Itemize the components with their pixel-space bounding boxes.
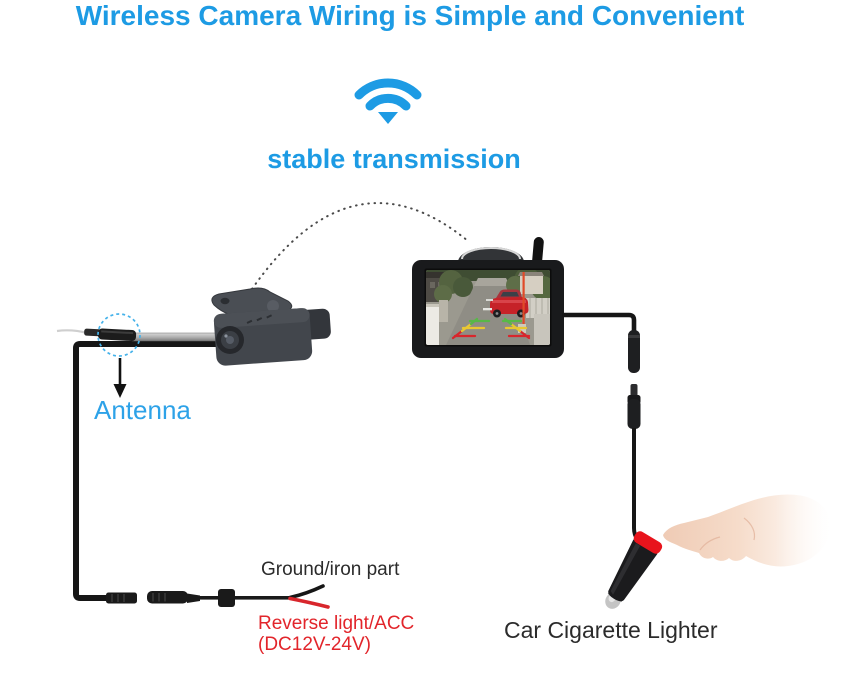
monitor-power-cable [562, 312, 643, 544]
antenna-highlight-circle [97, 313, 141, 357]
camera-cable [56, 328, 225, 601]
dc-male-plug [627, 384, 641, 429]
pointing-hand-icon [663, 468, 849, 588]
harness-inline-box [218, 589, 235, 607]
red-car [490, 289, 529, 318]
parking-guidelines [451, 317, 531, 340]
monitor [412, 237, 564, 358]
antenna-connector [84, 328, 137, 342]
page-title: Wireless Camera Wiring is Simple and Con… [75, 0, 745, 31]
reverse-wire-label: Reverse light/ACC (DC12V-24V) [258, 613, 414, 655]
harness-connector-b [147, 591, 200, 604]
monitor-screen [426, 270, 550, 345]
antenna-pointer-arrow [113, 358, 127, 398]
cigarette-lighter-label: Car Cigarette Lighter [504, 617, 718, 643]
ground-wire-label: Ground/iron part [261, 559, 400, 580]
dc-female-connector [628, 330, 640, 373]
power-harness [106, 584, 330, 609]
backup-camera [211, 287, 331, 366]
reverse-wire [288, 596, 330, 609]
lighter-red-cap [633, 531, 663, 554]
wifi-icon [354, 78, 422, 124]
suction-mount [458, 247, 524, 262]
transmission-arc [251, 202, 469, 290]
reverse-wire-label-line1: Reverse light/ACC [258, 613, 415, 634]
cigarette-lighter-plug [605, 531, 663, 609]
reverse-wire-label-line2: (DC12V-24V) [258, 634, 371, 655]
antenna-label: Antenna [94, 395, 191, 425]
monitor-antenna [532, 237, 544, 265]
stable-transmission-label: stable transmission [267, 144, 521, 174]
harness-connector-a [106, 592, 137, 604]
ground-wire [288, 584, 325, 600]
